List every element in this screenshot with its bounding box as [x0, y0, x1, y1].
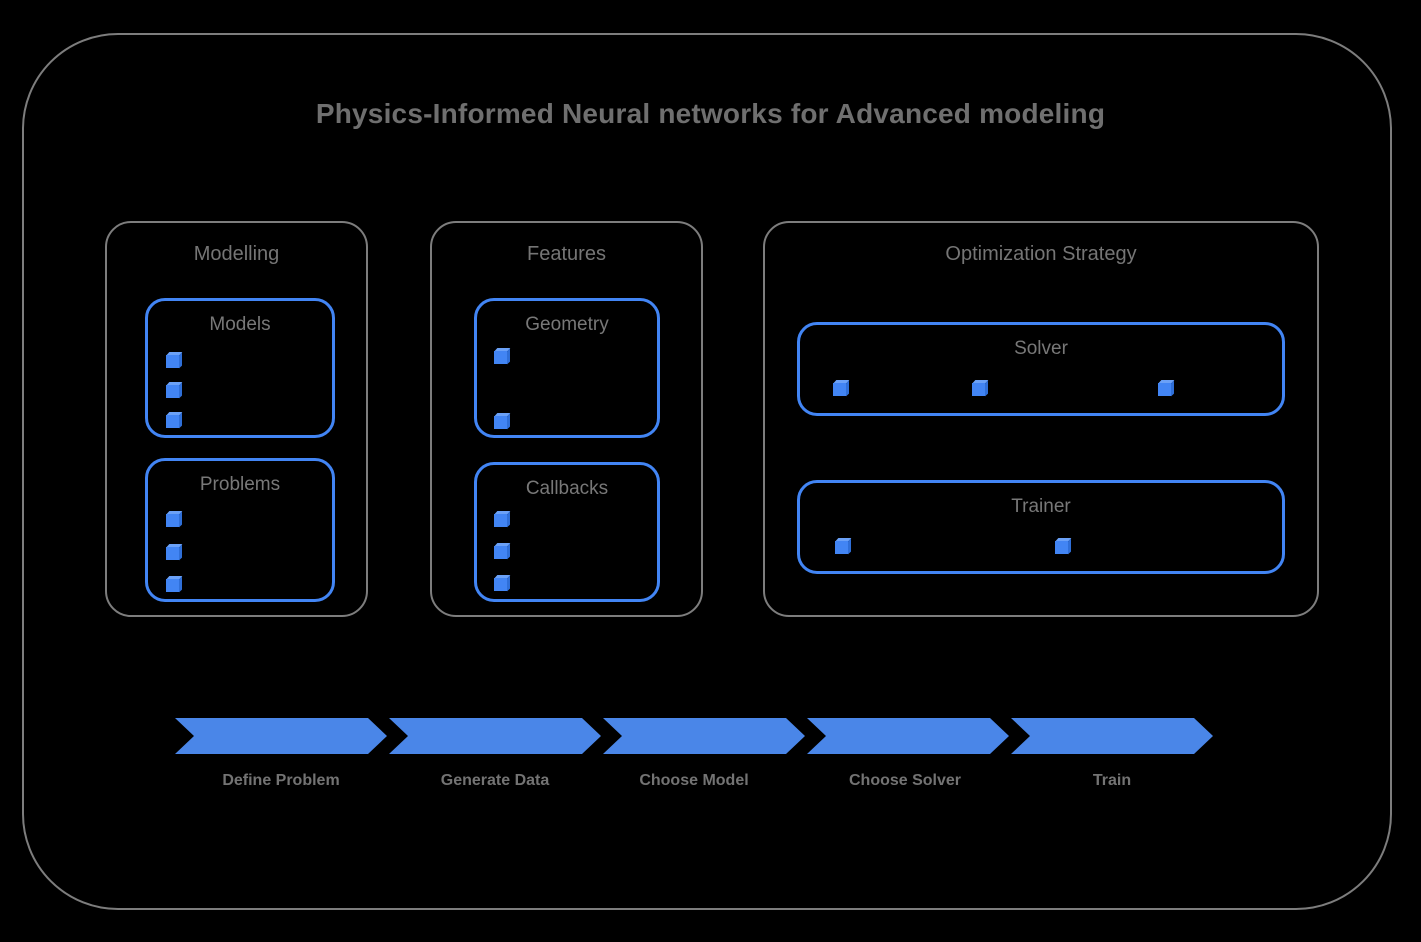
panel-geometry[interactable]: Geometry	[474, 298, 660, 438]
pipeline-arrow-choose-model[interactable]	[603, 718, 805, 754]
list-marker-icon	[166, 355, 179, 368]
outer-container-frame	[22, 33, 1392, 910]
panel-models[interactable]: Models	[145, 298, 335, 438]
group-optimization-strategy[interactable]: Optimization Strategy	[763, 221, 1319, 617]
list-marker-icon	[1158, 383, 1171, 396]
group-features-label: Features	[527, 243, 606, 265]
pipeline-arrow-define-problem[interactable]	[175, 718, 387, 754]
list-marker-icon	[494, 578, 507, 591]
pipeline-arrow-choose-solver[interactable]	[807, 718, 1009, 754]
workflow-pipeline: Define Problem Generate Data Choose Mode…	[0, 700, 1421, 820]
panel-problems[interactable]: Problems	[145, 458, 335, 602]
list-marker-icon	[833, 383, 846, 396]
panel-trainer-label: Trainer	[1011, 496, 1071, 517]
page-title: Physics-Informed Neural networks for Adv…	[315, 98, 1106, 129]
list-marker-icon	[166, 514, 179, 527]
list-marker-icon	[494, 416, 507, 429]
pipeline-step-label-choose-solver: Choose Solver	[848, 772, 962, 789]
panel-trainer[interactable]: Trainer	[797, 480, 1285, 574]
group-modelling-label: Modelling	[193, 243, 280, 265]
pipeline-step-label-define-problem: Define Problem	[222, 772, 340, 789]
group-features[interactable]: Features	[430, 221, 703, 617]
list-marker-icon	[494, 546, 507, 559]
list-marker-icon	[494, 351, 507, 364]
list-marker-icon	[166, 385, 179, 398]
panel-models-label: Models	[209, 314, 271, 335]
list-marker-icon	[166, 579, 179, 592]
panel-callbacks-label: Callbacks	[525, 478, 609, 499]
pipeline-step-label-generate-data: Generate Data	[440, 772, 550, 789]
list-marker-icon	[166, 547, 179, 560]
group-modelling[interactable]: Modelling	[105, 221, 368, 617]
panel-callbacks[interactable]: Callbacks	[474, 462, 660, 602]
list-marker-icon	[1055, 541, 1068, 554]
group-optimization-strategy-label: Optimization Strategy	[945, 243, 1137, 265]
pipeline-arrow-generate-data[interactable]	[389, 718, 601, 754]
pipeline-step-label-choose-model: Choose Model	[639, 772, 749, 789]
panel-solver[interactable]: Solver	[797, 322, 1285, 416]
list-marker-icon	[494, 514, 507, 527]
panel-solver-label: Solver	[1014, 338, 1068, 359]
list-marker-icon	[835, 541, 848, 554]
panel-geometry-label: Geometry	[525, 314, 609, 335]
panel-problems-label: Problems	[199, 474, 281, 495]
list-marker-icon	[972, 383, 985, 396]
list-marker-icon	[166, 415, 179, 428]
pipeline-arrow-train[interactable]	[1011, 718, 1213, 754]
pipeline-step-label-train: Train	[1092, 772, 1132, 789]
